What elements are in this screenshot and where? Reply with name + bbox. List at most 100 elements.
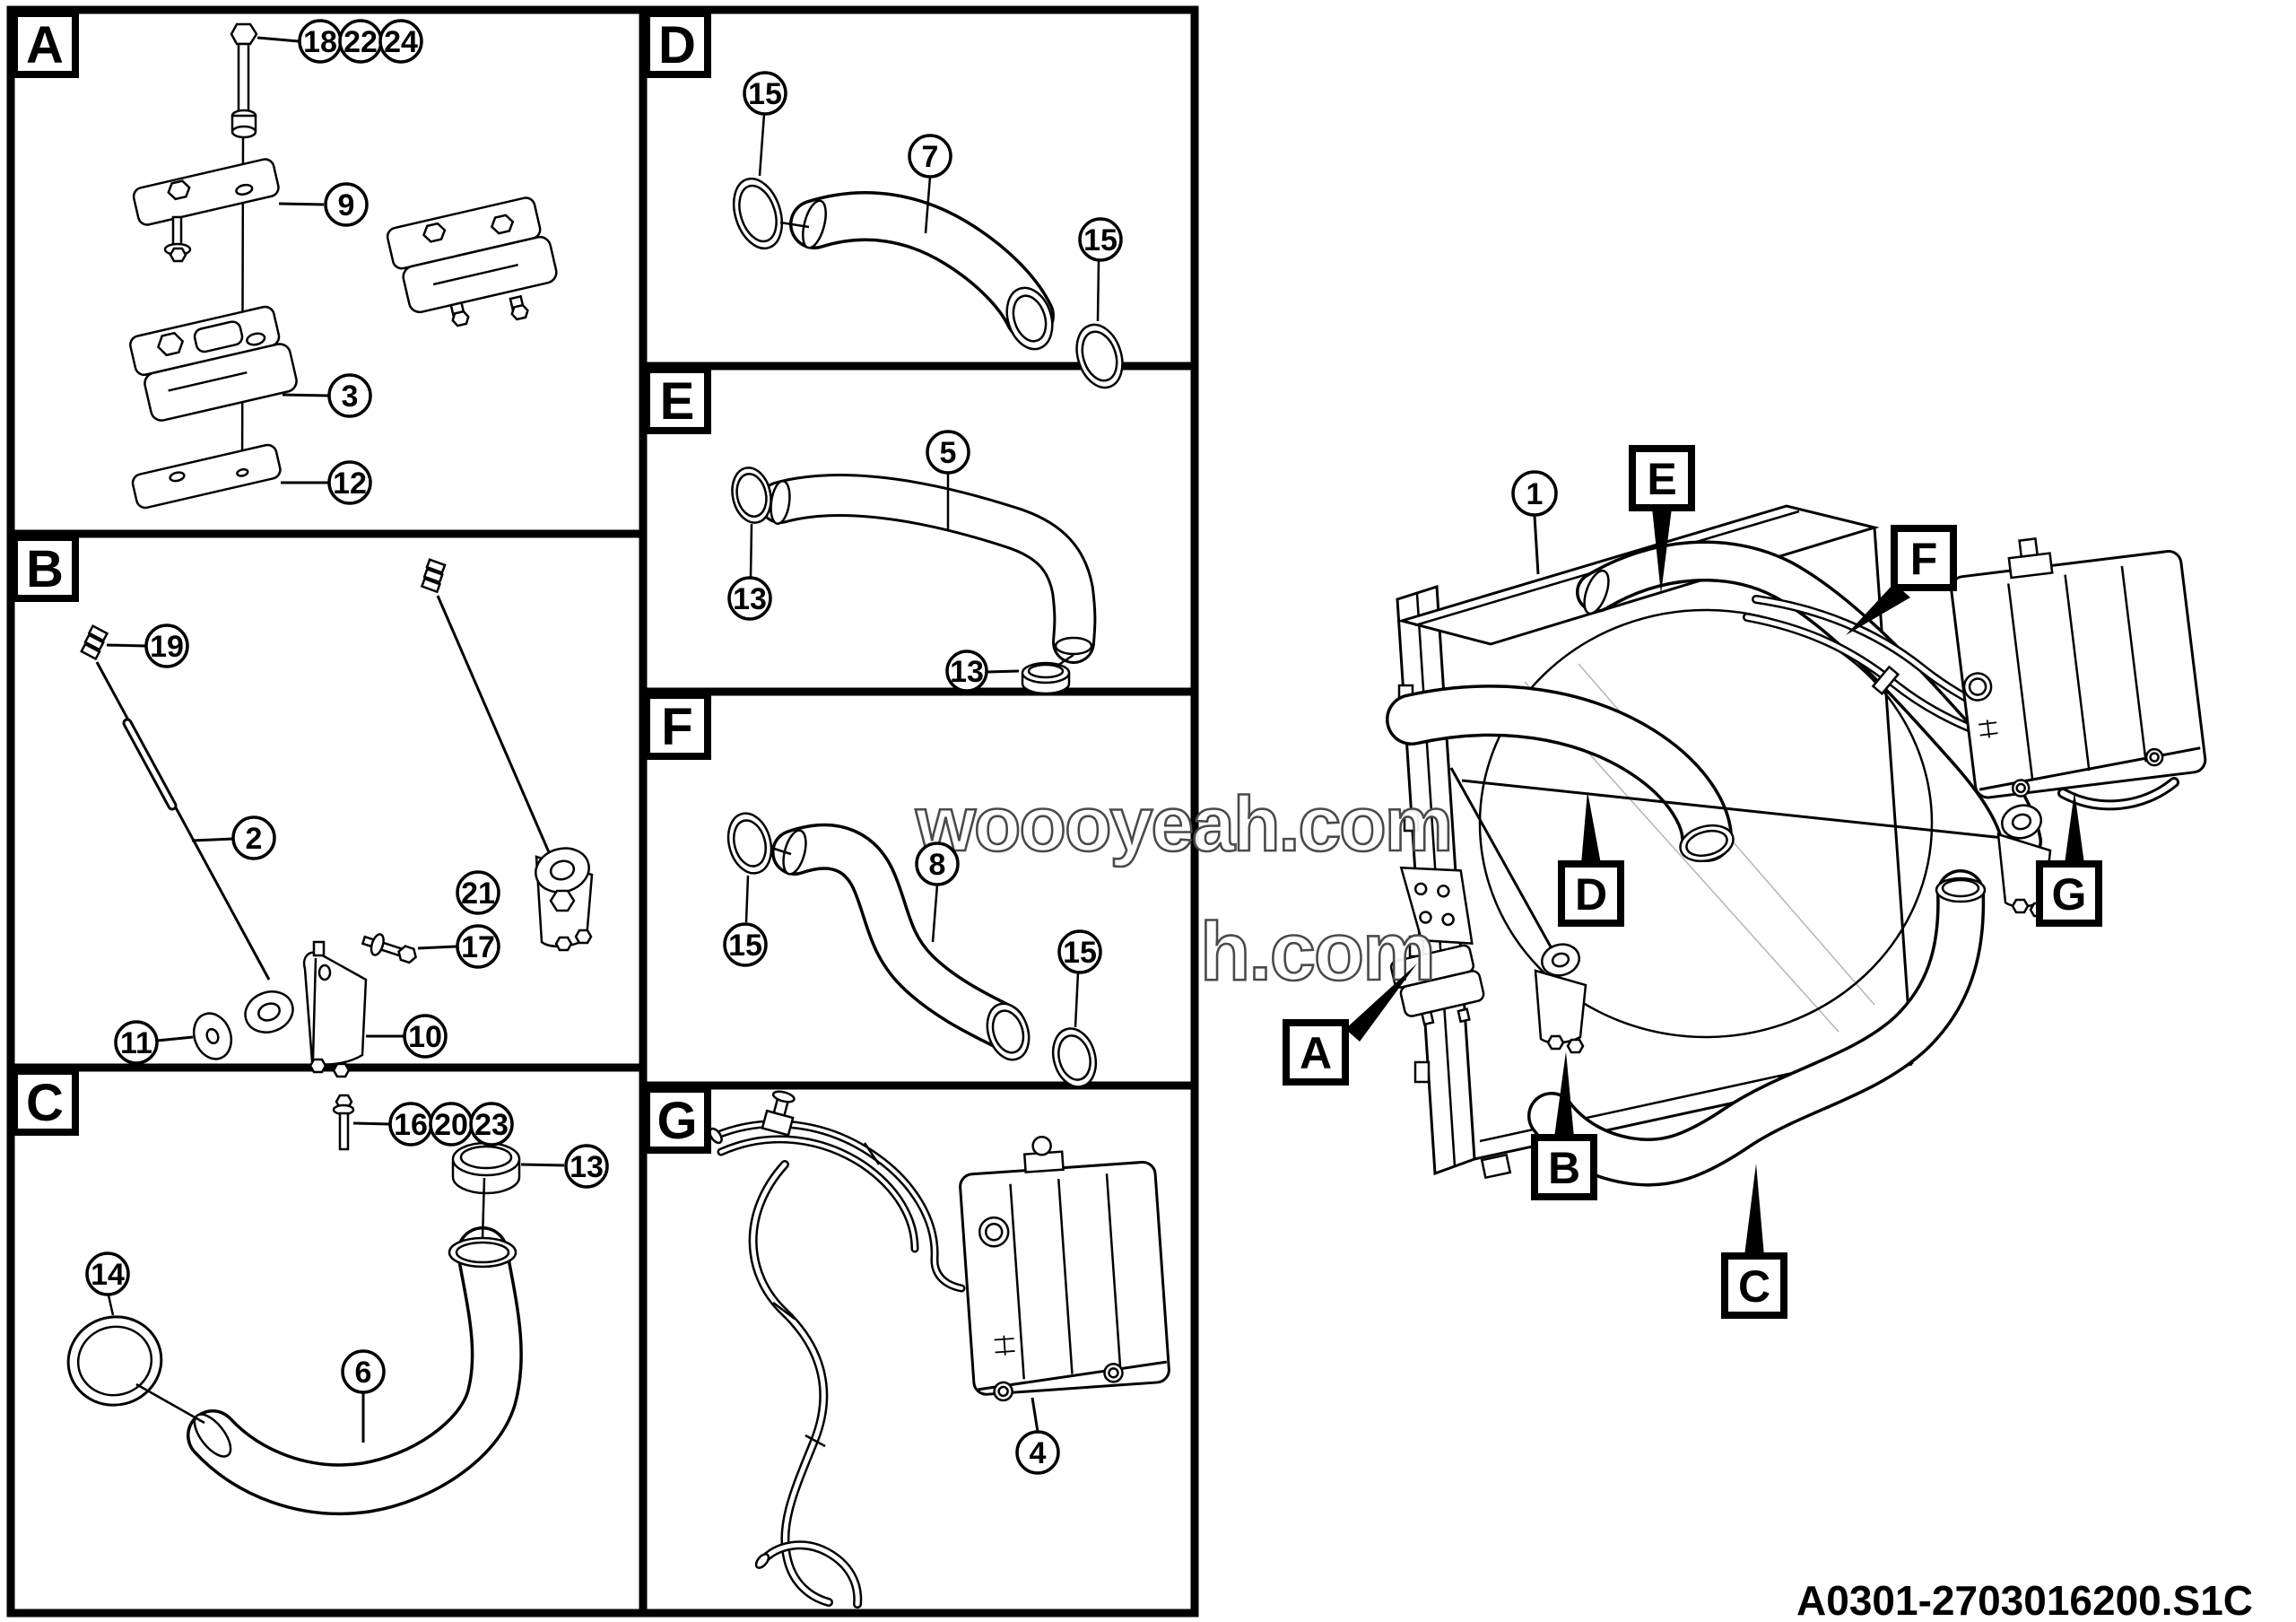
panel-b-art (80, 558, 594, 1151)
stay-rod-right (436, 595, 551, 853)
callout-2: 2 (191, 815, 276, 860)
svg-text:10: 10 (408, 1020, 442, 1054)
callout-17: 17 (456, 924, 500, 969)
main-label-c: C (1721, 1164, 1787, 1319)
callout-21: 21 (456, 870, 500, 915)
callout-9: 9 (324, 182, 369, 227)
clamp-15-right (1075, 323, 1124, 389)
middle-hose-mouth (1679, 824, 1735, 863)
svg-text:1: 1 (1526, 477, 1544, 511)
panel-e-letter: E (660, 372, 695, 431)
watermark-primary: woooyeah.com (915, 781, 1451, 868)
callout-5: 5 (926, 430, 970, 475)
panel-e-frame (639, 362, 1199, 696)
fan-shroud (1478, 608, 1934, 1039)
svg-text:22: 22 (344, 25, 378, 59)
svg-text:13: 13 (570, 1150, 604, 1184)
svg-text:12: 12 (333, 467, 367, 501)
panel-c-art (66, 1141, 565, 1516)
panel-f-letter: F (661, 698, 692, 756)
svg-text:2: 2 (246, 822, 263, 856)
panel-label-a: A (11, 10, 79, 78)
bushing (244, 990, 294, 1033)
svg-text:B: B (1548, 1143, 1580, 1193)
clamp-15-right (1051, 1027, 1098, 1088)
mount-block-3 (129, 305, 298, 422)
svg-text:21: 21 (461, 876, 495, 911)
svg-text:15: 15 (728, 929, 762, 963)
svg-text:13: 13 (950, 655, 984, 689)
mount-assembly-right (386, 196, 558, 327)
washer-11 (192, 1012, 233, 1060)
panel-label-b: B (11, 534, 79, 602)
panel-d-letter: D (658, 16, 696, 74)
svg-text:13: 13 (733, 582, 767, 616)
svg-text:E: E (1647, 454, 1676, 504)
main-label-d: D (1558, 791, 1624, 927)
panel-d-art (732, 113, 1124, 389)
callout-1: 1 (1511, 470, 1558, 517)
svg-text:F: F (1910, 534, 1938, 584)
panel-label-g: G (643, 1086, 711, 1154)
expansion-tank (959, 1136, 1170, 1402)
svg-text:7: 7 (922, 140, 939, 174)
panel-e-art (731, 467, 1097, 695)
panel-g-letter: G (657, 1092, 697, 1150)
clamp-13-bottom (1021, 661, 1071, 695)
svg-text:15: 15 (1063, 936, 1097, 970)
callout-16: 16 (388, 1102, 433, 1147)
callout-23: 23 (469, 1102, 514, 1147)
callout-15-f-right: 15 (1057, 929, 1102, 974)
clamp-15-left (726, 812, 773, 875)
callout-24: 24 (378, 19, 423, 64)
svg-text:15: 15 (1083, 223, 1118, 257)
rod-threaded-end-right (420, 558, 447, 594)
bolt-head (230, 22, 258, 46)
callout-10: 10 (403, 1014, 448, 1059)
plate-9 (132, 158, 280, 226)
svg-text:23: 23 (474, 1108, 509, 1142)
panel-label-d: D (643, 10, 711, 78)
hose-7-mouth (1005, 286, 1054, 351)
svg-text:8: 8 (929, 848, 946, 882)
svg-text:20: 20 (434, 1108, 468, 1142)
expansion-tank-main (1950, 537, 2207, 799)
drawing-number: A0301-2703016200.S1C (1796, 1577, 2253, 1622)
svg-text:18: 18 (303, 25, 337, 59)
bolt-17 (361, 933, 417, 964)
panel-f-frame (639, 687, 1199, 1090)
callout-18: 18 (298, 19, 343, 64)
callout-12: 12 (327, 460, 372, 505)
svg-text:24: 24 (384, 25, 418, 59)
panel-c-letter: C (26, 1074, 64, 1132)
svg-text:D: D (1575, 869, 1607, 920)
main-label-a: A (1283, 964, 1417, 1086)
stay-rod-1 (1449, 767, 1559, 959)
panel-g-art (709, 1090, 1170, 1609)
main-assembly-art (1386, 504, 2207, 1187)
panel-label-e: E (643, 366, 711, 434)
callout-15-f-left: 15 (723, 922, 768, 967)
svg-text:11: 11 (120, 1026, 152, 1060)
clamp-13-left (731, 467, 772, 524)
panel-a-letter: A (26, 16, 64, 74)
main-label-g: G (2036, 791, 2102, 927)
callout-15-d-right: 15 (1078, 217, 1123, 262)
svg-text:A: A (1300, 1028, 1332, 1078)
main-label-f: F (1846, 525, 1957, 635)
callout-7: 7 (908, 134, 952, 179)
panel-b-letter: B (26, 540, 64, 598)
svg-text:G: G (2052, 869, 2087, 920)
svg-text:C: C (1738, 1261, 1770, 1312)
callout-22: 22 (338, 19, 383, 64)
plate-12 (131, 443, 282, 510)
panel-a-art (129, 22, 558, 510)
bracket-10 (302, 940, 368, 1078)
stay-rod-left (95, 661, 271, 981)
callout-3: 3 (327, 373, 372, 418)
mount-a-main (1389, 866, 1485, 1026)
main-label-e: E (1629, 445, 1695, 594)
clamp-14 (66, 1315, 163, 1407)
svg-text:17: 17 (461, 930, 495, 964)
hose-8-mouth (986, 1002, 1031, 1061)
